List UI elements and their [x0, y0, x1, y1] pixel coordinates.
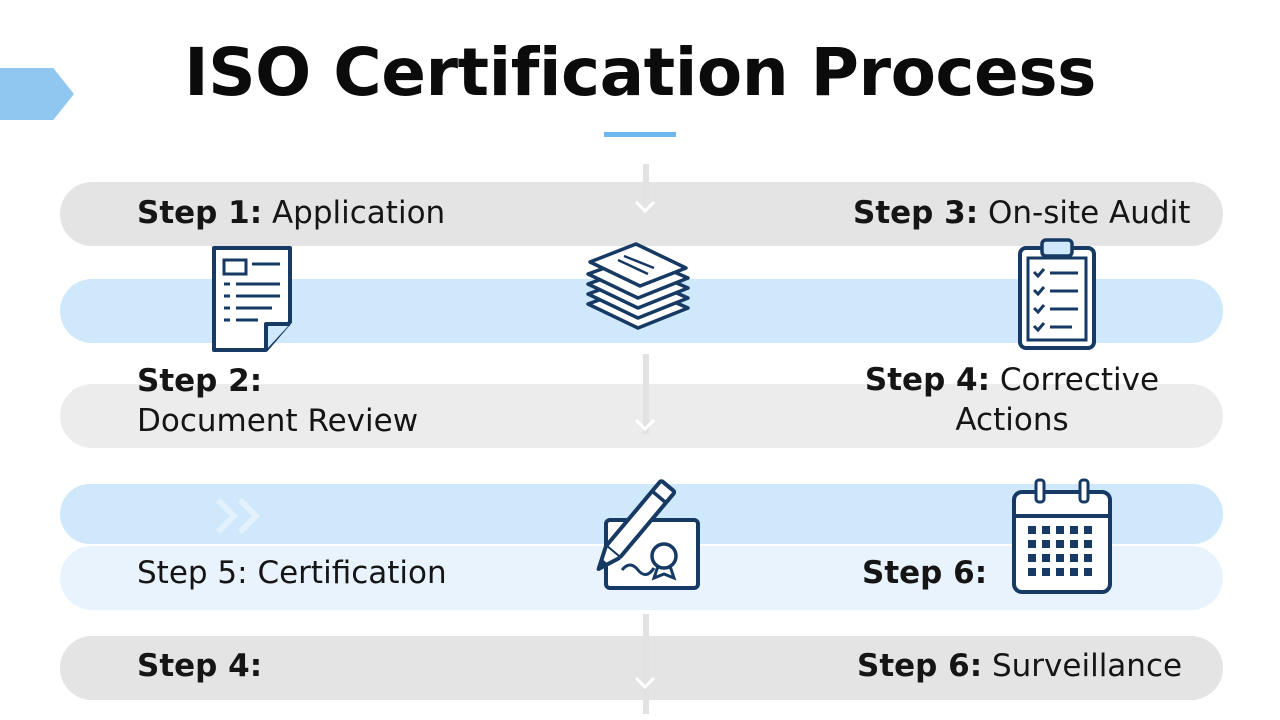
clipboard-checklist-icon [1018, 238, 1096, 350]
connector-line [643, 354, 649, 434]
step-4-corrective-label: Step 4: Corrective Actions [864, 362, 1160, 438]
double-chevron-right-icon [215, 497, 261, 535]
step-5-label: Step 5: Certification [137, 555, 447, 591]
connector-line [643, 614, 649, 714]
connector-line [643, 164, 649, 200]
band-row-1 [60, 182, 1223, 246]
step-6-label: Step 6: [862, 555, 988, 591]
pencil-certificate-icon [596, 479, 700, 590]
step-6-surveillance-label: Step 6: Surveillance [857, 648, 1183, 684]
title-underline [604, 132, 676, 137]
chevron-down-icon [634, 418, 656, 432]
step-2-label: Step 2: Document Review [137, 363, 419, 439]
document-stack-icon [586, 242, 690, 330]
band-row-6 [60, 636, 1223, 700]
step-3-label: Step 3: On-site Audit [853, 195, 1191, 231]
calendar-icon [1012, 478, 1112, 594]
chevron-down-icon [634, 676, 656, 690]
band-row-3 [60, 384, 1223, 448]
chevron-down-icon [634, 200, 656, 214]
step-4-label: Step 4: [137, 648, 263, 684]
document-form-icon [212, 246, 292, 352]
step-1-label: Step 1: Application [137, 195, 446, 231]
page-title: ISO Certification Process [184, 34, 1096, 111]
